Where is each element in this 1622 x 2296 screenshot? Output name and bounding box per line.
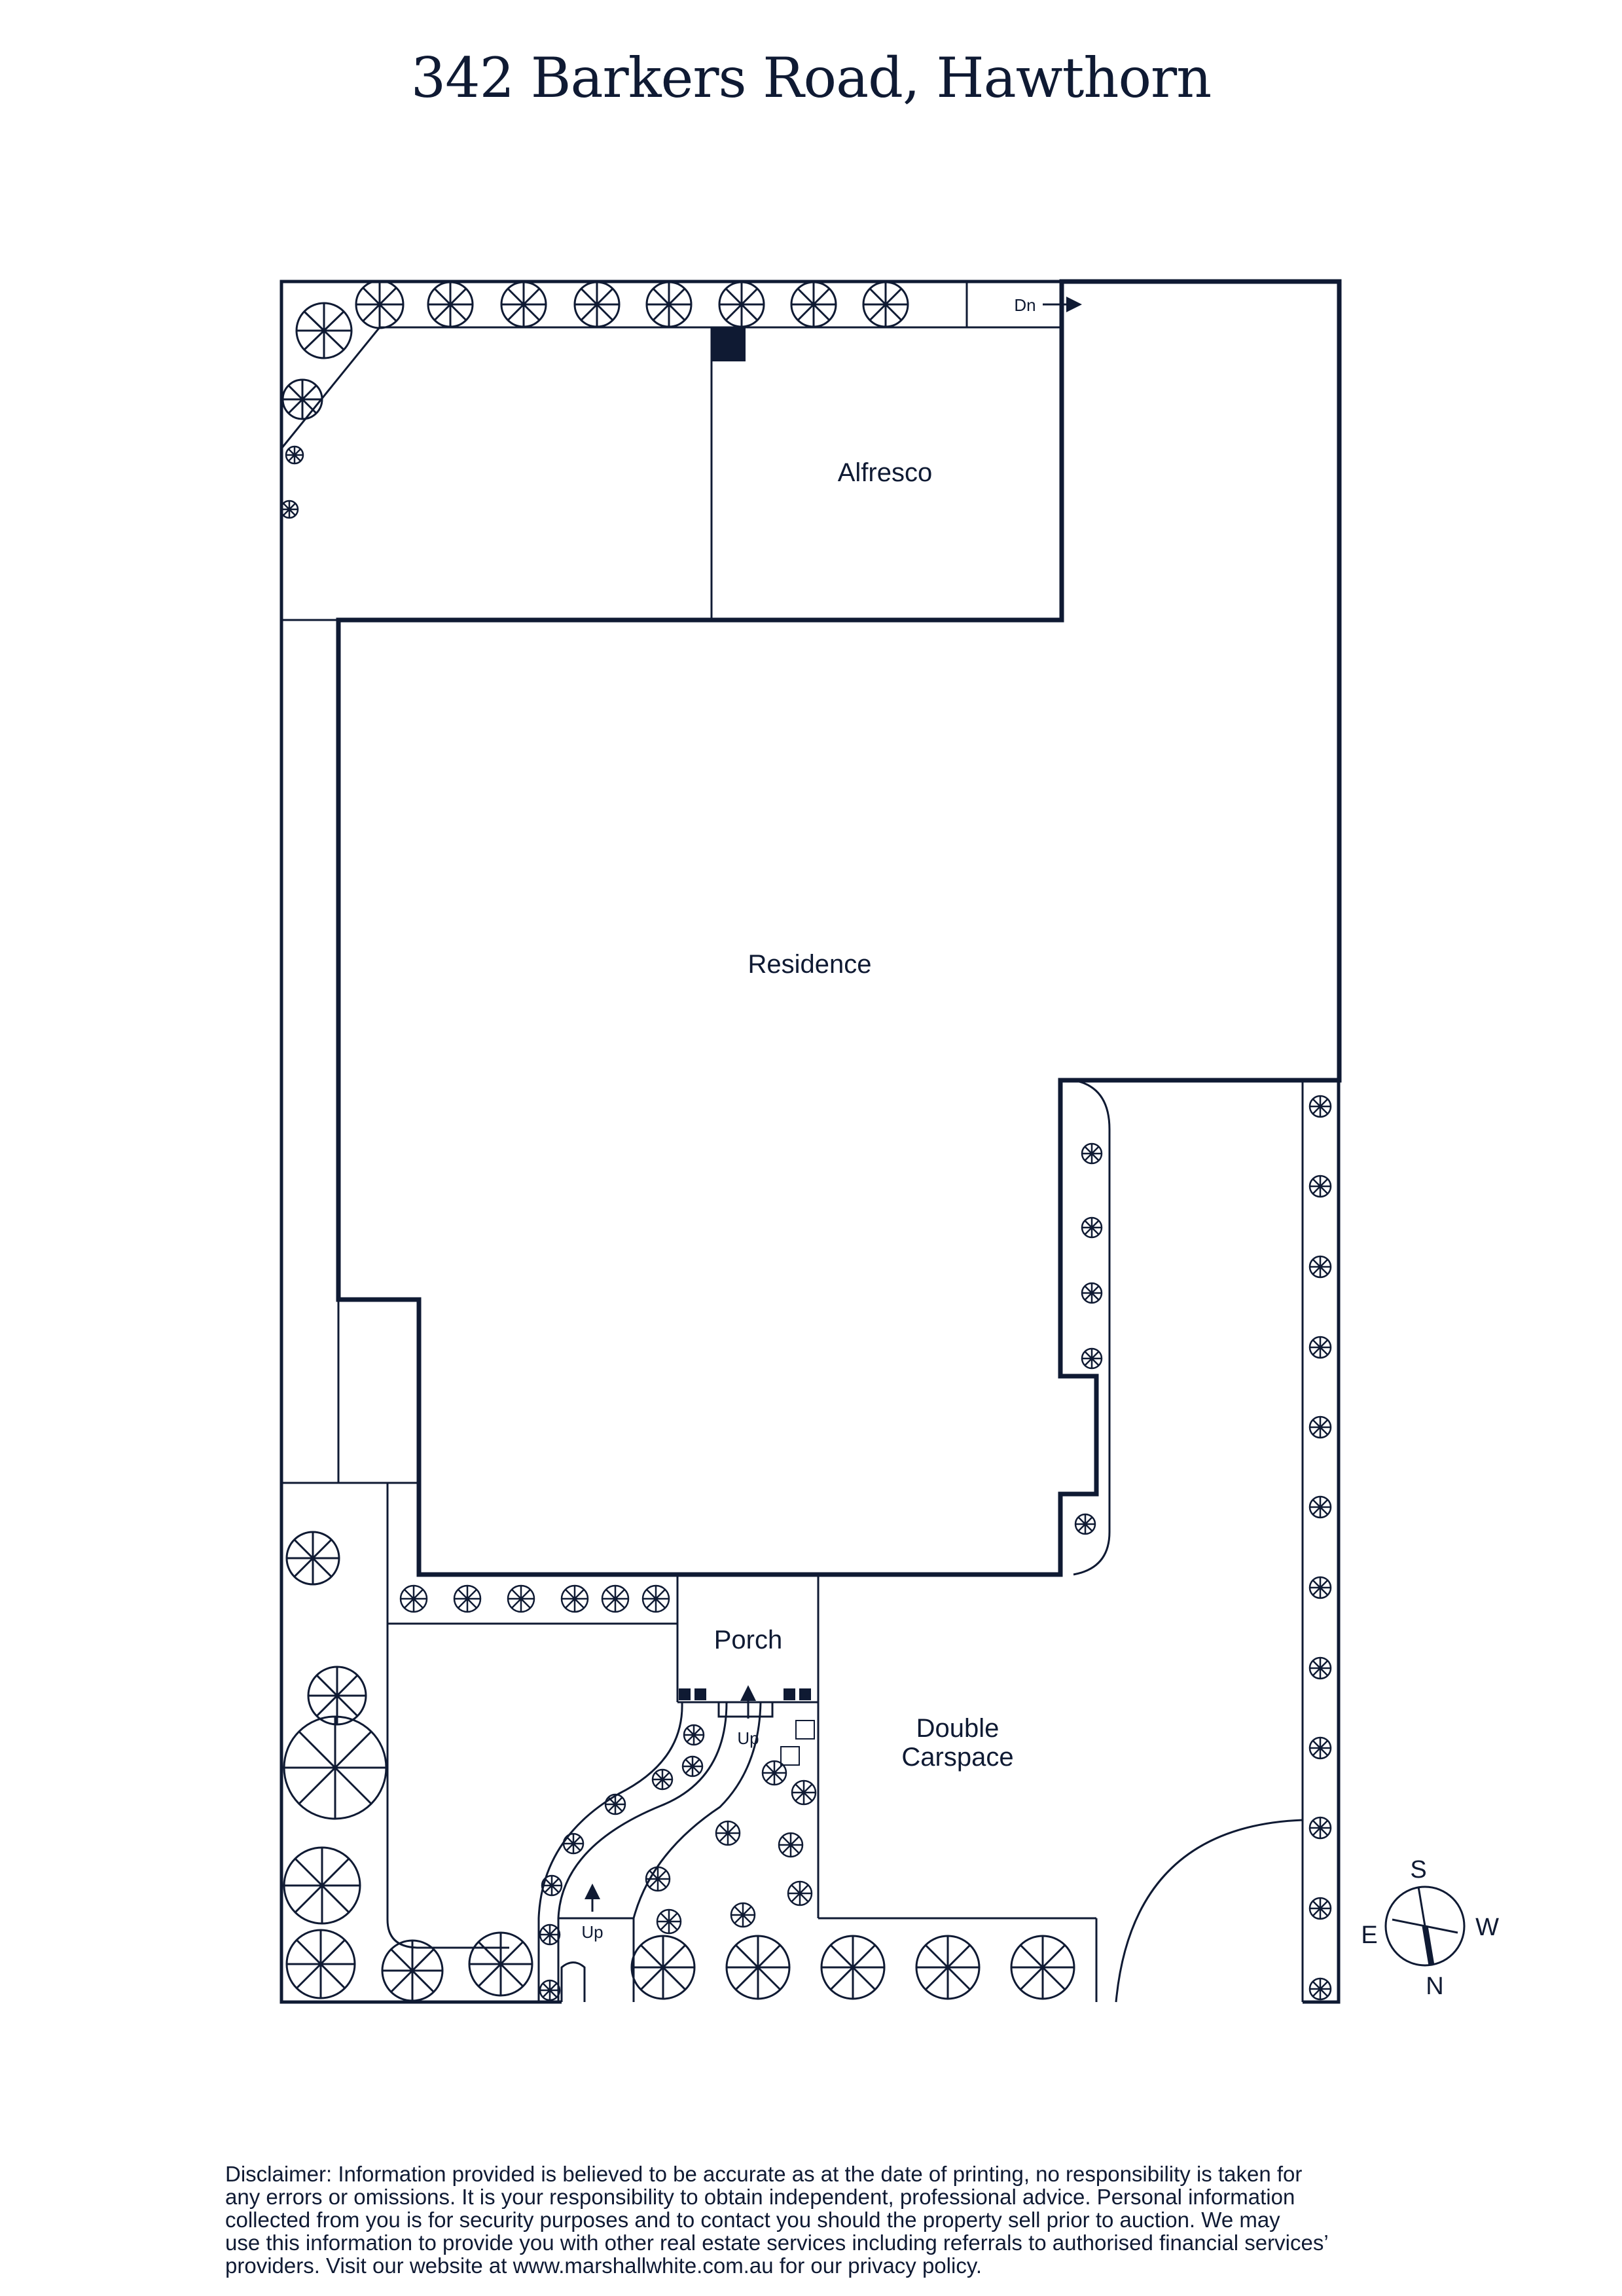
shrub-icon <box>683 1724 705 1746</box>
shrub-icon <box>285 445 304 465</box>
shrub-icon <box>1308 1816 1332 1840</box>
tree-icon <box>283 1846 361 1925</box>
compass-north-label: N <box>1426 1973 1443 2000</box>
side-passage <box>281 619 509 1949</box>
tree-icon <box>1010 1935 1075 2000</box>
tree-icon <box>427 281 474 328</box>
disclaimer-line: use this information to provide you with… <box>225 2231 1329 2255</box>
driveway-gate <box>1115 1819 1304 2003</box>
compass-east-label: E <box>1361 1922 1377 1949</box>
disclaimer-line: Disclaimer: Information provided is beli… <box>225 2162 1303 2186</box>
shrub-icon <box>787 1880 813 1906</box>
shrub-icon <box>1308 1175 1332 1198</box>
shrub-icon <box>604 1793 626 1815</box>
trees <box>281 280 1075 2002</box>
disclaimer-line: providers. Visit our website at www.mars… <box>225 2253 982 2278</box>
shrub-icon <box>399 1584 428 1613</box>
shrub-icon <box>681 1755 704 1777</box>
tree-icon <box>645 281 693 328</box>
shrub-icon <box>279 500 299 519</box>
shrub-icon <box>1308 1415 1332 1439</box>
site-boundary <box>279 280 1341 2004</box>
shrub-icon <box>761 1760 787 1786</box>
shrub-icon <box>541 1874 563 1897</box>
shrub-icon <box>1308 1576 1332 1599</box>
shrub-icon <box>1308 1736 1332 1760</box>
shrub-icon <box>641 1584 670 1613</box>
shrub-icon <box>1081 1282 1103 1304</box>
tree-icon <box>725 1935 791 2000</box>
tree-icon <box>355 280 405 329</box>
page-title: 342 Barkers Road, Hawthorn <box>410 46 1212 110</box>
shrub-icon <box>1081 1216 1103 1239</box>
alfresco-label: Alfresco <box>838 458 933 487</box>
disclaimer-line: any errors or omissions. It is your resp… <box>225 2185 1295 2209</box>
shrub-icon <box>1308 1495 1332 1519</box>
porch-stairs-up-label: Up <box>737 1728 759 1748</box>
tree-icon <box>468 1931 533 1997</box>
shrub-icon <box>539 1979 561 2001</box>
tree-icon <box>307 1666 367 1726</box>
carspace-label-line1: Double <box>916 1714 1000 1743</box>
chimney <box>712 327 746 361</box>
shrub-icon <box>651 1768 674 1791</box>
compass-south-label: S <box>1410 1856 1426 1884</box>
shrub-icon <box>791 1779 817 1806</box>
residence-planter <box>1073 1079 1111 1576</box>
tree-icon <box>283 1715 387 1820</box>
shrub-icon <box>656 1908 682 1935</box>
shrub-icon <box>562 1832 585 1855</box>
shrub-icon <box>1081 1142 1103 1165</box>
tree-icon <box>381 1939 444 2002</box>
tree-icon <box>285 1531 340 1586</box>
compass-west-label: W <box>1475 1914 1499 1941</box>
shrub-icon <box>1074 1513 1096 1535</box>
shrub-icon <box>453 1584 482 1613</box>
front-gate <box>560 1961 586 2002</box>
porch-steps-markers <box>679 1688 815 1766</box>
shrub-icon <box>1308 1656 1332 1680</box>
tree-icon <box>915 1935 981 2000</box>
shrub-icon <box>1308 1336 1332 1359</box>
shrubs <box>279 445 1332 2001</box>
entry-path <box>537 1702 762 2002</box>
tree-icon <box>281 378 323 420</box>
tree-icon <box>718 281 765 328</box>
tree-icon <box>285 1929 356 1999</box>
shrub-icon <box>1308 1255 1332 1279</box>
tree-icon <box>862 281 909 328</box>
residence-label: Residence <box>748 950 871 979</box>
disclaimer: Disclaimer: Information provided is beli… <box>225 2162 1456 2277</box>
shrub-icon <box>1308 1095 1332 1118</box>
shrub-icon <box>1308 1977 1332 2001</box>
tree-icon <box>500 281 547 328</box>
porch-label: Porch <box>714 1626 783 1654</box>
shrub-icon <box>539 1923 561 1946</box>
residence-outline <box>336 279 1342 1577</box>
path-stairs-up-label: Up <box>581 1922 603 1942</box>
tree-icon <box>630 1935 696 2000</box>
shrub-icon <box>560 1584 589 1613</box>
shrub-icon <box>1081 1347 1103 1370</box>
porch-area <box>676 1575 1098 2002</box>
shrub-icon <box>730 1902 756 1928</box>
shrub-icon <box>715 1820 741 1846</box>
shrub-icon <box>507 1584 535 1613</box>
carspace-label-line2: Carspace <box>901 1743 1013 1772</box>
alfresco-area <box>280 282 1060 620</box>
shrub-icon <box>1308 1897 1332 1920</box>
tree-icon <box>820 1935 886 2000</box>
disclaimer-line: collected from you is for security purpo… <box>225 2208 1280 2232</box>
tree-icon <box>573 281 621 328</box>
compass-icon <box>1384 1886 1466 1967</box>
stairs-down-label: Dn <box>1014 295 1036 315</box>
shrub-icon <box>778 1832 804 1858</box>
shrub-icon <box>601 1584 630 1613</box>
tree-icon <box>295 302 353 359</box>
shrub-icon <box>645 1866 671 1892</box>
tree-icon <box>790 281 837 328</box>
